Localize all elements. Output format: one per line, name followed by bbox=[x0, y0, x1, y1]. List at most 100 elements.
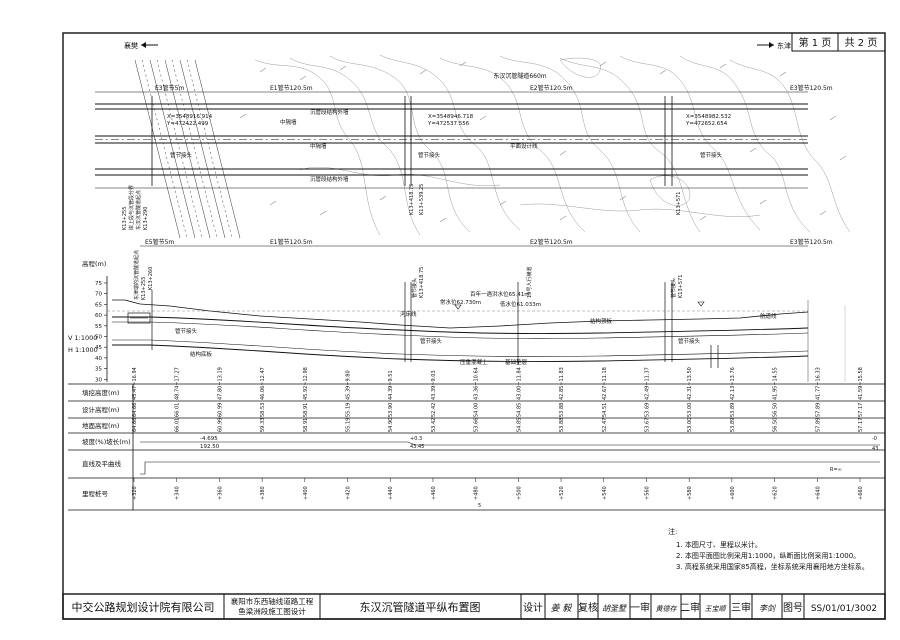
channel-line-label: 航道线 bbox=[760, 312, 777, 320]
elevation-tick-label: 45 bbox=[95, 345, 102, 351]
fill-cut-value: 45.39~9.80 bbox=[346, 370, 352, 400]
west-label: 襄樊 bbox=[124, 41, 138, 50]
flood-level-label: 百年一遇洪水位65.41m bbox=[470, 290, 530, 298]
west-arrow-icon bbox=[141, 42, 158, 48]
ground-elevation-value: 64.66 bbox=[132, 418, 138, 432]
ground-elevation-value: 53.66 bbox=[474, 418, 480, 432]
joint-label-3: 管节接头 bbox=[700, 151, 723, 159]
design-elevation-value: 66.01 bbox=[175, 403, 181, 417]
ground-elevation-value: 54.85 bbox=[516, 418, 522, 432]
chainage-value: +560 bbox=[644, 486, 650, 500]
chainage-value: +340 bbox=[175, 486, 181, 500]
water-level-marker-icon bbox=[454, 304, 462, 310]
design-elevation-value: 54.85 bbox=[516, 403, 522, 417]
check1-label: 一审 bbox=[630, 601, 650, 614]
plan-view: 襄樊 东津 东汉沉管隧道660m E3管节5m E1管节120.5m E2管节1… bbox=[95, 41, 851, 247]
drawing-no-label: 图号 bbox=[783, 602, 803, 614]
segment-label-bottom-3: E2管节120.5m bbox=[530, 238, 573, 246]
chainage-value: +500 bbox=[516, 486, 522, 500]
profile-station-3: K13+260 bbox=[148, 267, 154, 290]
ground-elevation-value: 66.01 bbox=[175, 418, 181, 432]
mid-wall-label-1: 中隔墙 bbox=[280, 118, 297, 126]
tunnel-bottom-line bbox=[112, 344, 809, 363]
elevation-tick-label: 30 bbox=[95, 377, 102, 383]
outer-wall-bottom-label: 沉管段结构外墙 bbox=[310, 175, 349, 183]
foundation-label: 基础垫层 bbox=[505, 358, 528, 366]
profile-station-8: K13+571 bbox=[678, 275, 684, 298]
check3-label: 三审 bbox=[731, 601, 751, 614]
review-label: 复核 bbox=[578, 601, 598, 614]
joint-label-b: 管节接头 bbox=[420, 337, 443, 345]
water-level-marker-icon-2 bbox=[697, 301, 705, 307]
table-column-values: 45.47~16.9464.6664.66+32048.74~17.2766.0… bbox=[132, 367, 864, 500]
review-signature: 胡圣墅 bbox=[602, 604, 627, 613]
check2-signature: 王宝顺 bbox=[705, 605, 728, 613]
grade-1-length: 192.50 bbox=[200, 444, 220, 450]
tunnel-bottom-inner bbox=[112, 339, 809, 357]
segment-label-top-1: E3管节5m bbox=[155, 84, 184, 92]
title-block: 中交公路规划设计院有限公司 襄阳市东西轴线道路工程 鱼梁洲段施工图设计 东汉沉管… bbox=[62, 593, 886, 620]
coord-mid-x: X=3548946.718 bbox=[428, 114, 474, 120]
design-elevation-value: 52.42 bbox=[431, 403, 437, 417]
coord-right-x: X=3548982.532 bbox=[686, 114, 731, 120]
ground-elevation-value: 57.17 bbox=[858, 418, 864, 432]
coord-mid-y: Y=472537.556 bbox=[427, 121, 470, 127]
design-elevation-value: 64.66 bbox=[132, 403, 138, 417]
grade-end-length: 43 bbox=[872, 446, 878, 452]
design-elevation-value: 57.89 bbox=[815, 403, 821, 417]
coord-right-y: Y=472652.654 bbox=[685, 121, 728, 127]
fill-cut-value: 41.59~15.58 bbox=[858, 367, 864, 400]
elevation-tick-label: 65 bbox=[95, 302, 102, 308]
elevation-tick-label: 35 bbox=[95, 367, 102, 373]
elevation-tick-label: 70 bbox=[95, 292, 102, 298]
segment-label-bottom-4: E3管节120.5m bbox=[790, 238, 833, 246]
project-name-line1: 襄阳市东西轴线道路工程 bbox=[231, 596, 314, 606]
chainage-value: +620 bbox=[773, 486, 779, 500]
segment-label-top-2: E1管节120.5m bbox=[270, 84, 313, 92]
chainage-value: +480 bbox=[474, 486, 480, 500]
horizontal-scale: H 1:1000 bbox=[68, 346, 98, 354]
table-grid bbox=[68, 383, 885, 511]
curve-note: R=∞ bbox=[830, 467, 842, 473]
tunnel-outline bbox=[95, 91, 808, 189]
fill-cut-value: 43.36~10.64 bbox=[474, 367, 480, 400]
grade-2-length: 43.45 bbox=[410, 444, 424, 450]
drawing-number: SS/01/01/3002 bbox=[811, 604, 877, 614]
fill-cut-value: 43.00~11.84 bbox=[516, 367, 522, 400]
note-1: 1. 本图尺寸、里程以米计。 bbox=[676, 540, 762, 549]
fill-cut-value: 42.31~13.50 bbox=[687, 367, 693, 400]
chainage-value: +660 bbox=[858, 486, 864, 500]
design-elevation-value: 53.90 bbox=[388, 403, 394, 417]
fill-cut-value: 43.39~9.03 bbox=[431, 370, 437, 400]
chainage-value: +440 bbox=[388, 486, 394, 500]
outer-wall-top-label: 沉管段结构外墙 bbox=[310, 108, 349, 116]
elevation-tick-label: 75 bbox=[95, 281, 102, 287]
chainage-value: +360 bbox=[217, 486, 223, 500]
fill-cut-value: 42.49~11.37 bbox=[644, 367, 650, 400]
segment-label-top-4: E3管节120.5m bbox=[790, 84, 833, 92]
segment-label-bottom-2: E1管节120.5m bbox=[270, 238, 313, 246]
grade-1-value: -4.695 bbox=[200, 436, 218, 442]
design-elevation-value: 53.00 bbox=[687, 403, 693, 417]
project-name-line2: 鱼梁洲段施工图设计 bbox=[238, 606, 306, 616]
structure-top-label: 结构顶板 bbox=[590, 317, 613, 325]
ground-elevation-value: 60.99 bbox=[217, 418, 223, 432]
ground-elevation-value: 53.42 bbox=[431, 418, 437, 432]
fill-cut-value: 41.95~14.55 bbox=[773, 367, 779, 400]
ground-elevation-value: 53.89 bbox=[730, 418, 736, 432]
tunnel-top-inner bbox=[112, 321, 809, 339]
left-note-1: K13+255 bbox=[122, 207, 128, 230]
chainage-value: +380 bbox=[260, 486, 266, 500]
left-note-4: K13+290 bbox=[143, 207, 149, 230]
chainage-value: +320 bbox=[132, 486, 138, 500]
segment-label-bottom-1: E5管节5m bbox=[145, 238, 174, 246]
mid-wall-label-2: 中隔墙 bbox=[310, 142, 327, 150]
design-label: 设计 bbox=[523, 601, 543, 614]
joint-label-1: 管节接头 bbox=[170, 151, 193, 159]
ground-elevation-value: 54.90 bbox=[388, 418, 394, 432]
joint-label-2: 管节接头 bbox=[418, 151, 441, 159]
design-signature: 姜 毅 bbox=[551, 603, 573, 614]
elevation-tick-label: 40 bbox=[95, 356, 102, 362]
